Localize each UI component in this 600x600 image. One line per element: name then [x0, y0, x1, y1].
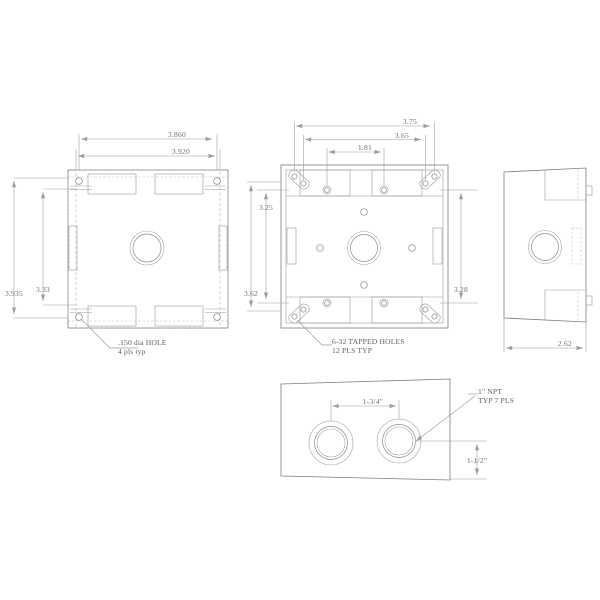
dimension-back-top-outer: 3.75 [294, 117, 435, 172]
side-view-tab-bottom [585, 295, 593, 306]
front-view-center-hole [129, 230, 165, 266]
back-view-tapped-hole-bottom-1 [322, 298, 332, 308]
back-view-knockout-top-left [299, 169, 351, 197]
back-view-knockout-top-right [371, 169, 423, 197]
front-view-knockout-top-right [154, 173, 204, 195]
back-view-tapped-boss-top-right [419, 169, 441, 190]
dimension-label-3-920: 3.920 [172, 147, 190, 156]
front-view-mounting-hole-bottom-left [70, 308, 92, 321]
side-view-tab-top [585, 185, 593, 196]
dimension-label-1-81: 1.81 [358, 143, 372, 152]
callout-npt-line2: TYP 7 PLS [478, 396, 514, 405]
dimension-label-3-935: 3.935 [5, 289, 23, 298]
back-view-tapped-hole-top-1 [322, 185, 332, 195]
back-view-tapped-callout: 6-32 TAPPED HOLES 12 PLS TYP [296, 319, 405, 355]
dimension-back-right: 3.28 [440, 189, 478, 304]
side-view-recess-bottom [544, 289, 586, 321]
dimension-front-left-outer: 3.935 [5, 177, 68, 319]
back-view-small-hole-right [408, 244, 416, 252]
dimension-bottom-hole-edge: 1-1/2" [416, 440, 487, 480]
dimension-label-3-33: 3.33 [36, 285, 50, 294]
back-view-tapped-hole-top-2 [379, 185, 389, 195]
dimension-label-3-25: 3.25 [259, 203, 273, 212]
dimension-side-width: 2.62 [503, 318, 587, 352]
front-view-mounting-hole-top-right [205, 177, 226, 190]
dimension-label-3-28: 3.28 [454, 285, 468, 294]
back-view-small-hole-left [316, 244, 324, 252]
dimension-label-3-65: 3.65 [395, 131, 409, 140]
front-view-knockout-bottom-left [87, 305, 137, 327]
back-view-small-hole-top [360, 208, 368, 216]
front-view-mounting-hole-bottom-right [205, 308, 226, 321]
side-view-recess-top [544, 169, 586, 201]
dimension-label-3-75: 3.75 [403, 117, 417, 126]
dimension-bottom-hole-spacing: 1-3/4" [330, 397, 400, 421]
dimension-back-top-inner: 3.65 [303, 131, 426, 180]
front-view-knockout-right-side [218, 225, 228, 271]
bottom-view-npt-hole-right [376, 418, 422, 464]
back-view: 3.75 3.65 1.81 3.25 3.62 [244, 117, 478, 355]
back-view-knockout-left-side [286, 227, 297, 265]
back-view-knockout-bottom-left [299, 296, 351, 324]
back-view-center-hole [347, 231, 381, 265]
dimension-label-1-3-4: 1-3/4" [363, 397, 383, 406]
back-view-small-hole-bottom [360, 281, 368, 289]
front-view-knockout-top-left [87, 173, 137, 195]
dimension-front-left-inner: 3.33 [36, 188, 76, 306]
back-view-tapped-boss-bottom-left [288, 303, 310, 324]
front-view-knockout-left-side [68, 225, 78, 271]
dimension-back-left-upper: 3.25 [257, 189, 289, 304]
side-view-knockout-middle [571, 227, 582, 265]
side-view-center-hole [528, 230, 562, 264]
front-view-hole-callout: .150 dia HOLE 4 pls typ [80, 318, 167, 356]
back-view-body-outline [280, 164, 449, 329]
dimension-label-3-860: 3.860 [168, 130, 186, 139]
back-view-knockout-right-side [432, 227, 443, 265]
callout-tapped-line1: 6-32 TAPPED HOLES [332, 337, 405, 346]
dimension-front-top-inner: 3.920 [75, 147, 221, 170]
front-view-mounting-hole-top-left [70, 177, 92, 190]
dimension-label-2-62: 2.62 [558, 339, 572, 348]
dimension-label-3-62: 3.62 [244, 289, 258, 298]
back-view-tapped-hole-bottom-2 [379, 298, 389, 308]
dimension-back-top-center: 1.81 [326, 143, 385, 186]
callout-hole-line2: 4 pls typ [118, 347, 146, 356]
bottom-view: 1-3/4" 1-1/2" 1" NPT TYP 7 PLS [280, 378, 514, 481]
bottom-view-npt-callout: 1" NPT TYP 7 PLS [415, 387, 514, 442]
back-view-tapped-boss-top-left [288, 169, 310, 190]
callout-npt-line1: 1" NPT [478, 387, 502, 396]
dimension-front-top-outer: 3.860 [78, 130, 218, 170]
back-view-knockout-bottom-right [371, 296, 423, 324]
back-view-tapped-boss-bottom-right [419, 303, 441, 324]
callout-hole-line1: .150 dia HOLE [118, 338, 167, 347]
bottom-view-npt-hole-left [308, 420, 354, 466]
front-view-knockout-bottom-right [154, 305, 204, 327]
dimension-back-left-lower: 3.62 [244, 181, 281, 312]
dimension-label-1-1-2: 1-1/2" [467, 456, 487, 465]
front-view: 3.860 3.920 3.935 3.33 .150 dia HOLE [5, 130, 229, 356]
callout-tapped-line2: 12 PLS TYP [332, 346, 372, 355]
bottom-view-body-outline [280, 378, 451, 481]
front-view-body-outline [67, 169, 229, 329]
side-view: 2.62 [503, 167, 593, 352]
